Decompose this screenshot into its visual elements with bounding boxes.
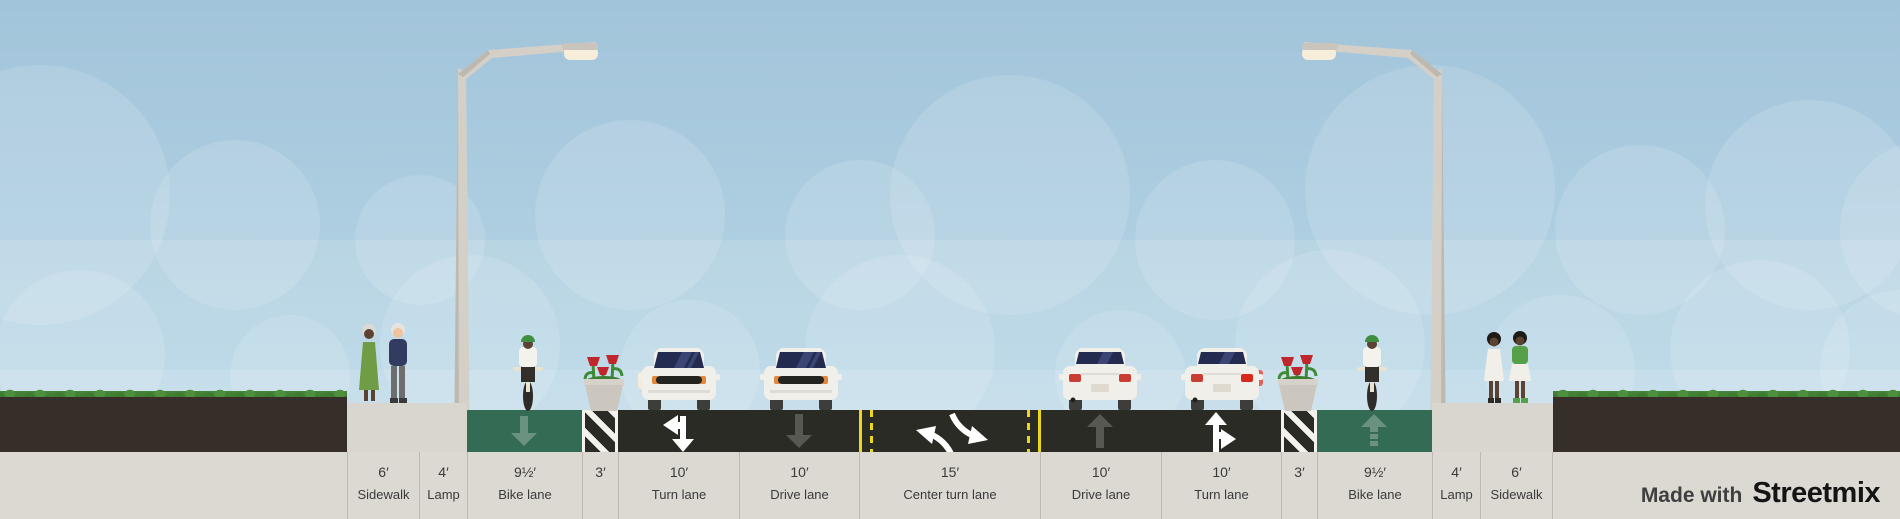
segment-label-turn-lane-right: 10′ Turn lane — [1161, 452, 1281, 519]
flower-planter-right — [1277, 355, 1318, 411]
sidewalk-surface-right — [1432, 403, 1553, 452]
car-rear-turn-lane-right — [1181, 348, 1263, 410]
roadway-asphalt — [582, 410, 1317, 452]
segment-width: 6′ — [378, 464, 389, 480]
segment-width: 9½′ — [1363, 464, 1387, 480]
segment-width: 3′ — [595, 464, 606, 480]
streetmix-branding: Made with Streetmix — [1640, 477, 1881, 510]
grass-verge-right — [1553, 386, 1900, 398]
striped-buffer-right — [1281, 410, 1317, 452]
drive-lane-arrow-down-icon — [786, 414, 812, 448]
drive-lane-arrow-up-icon — [1087, 414, 1113, 448]
turn-lane-right-arrow-icon — [1205, 412, 1236, 452]
segment-width: 6′ — [1511, 464, 1522, 480]
pedestrians-left — [359, 323, 407, 403]
car-front-drive-lane-left — [760, 348, 842, 410]
segment-label-drive-lane-right: 10′ Drive lane — [1040, 452, 1161, 519]
yellow-line-dashed-right — [1027, 410, 1030, 452]
car-rear-drive-lane-right — [1059, 348, 1141, 410]
segment-name: Bike lane — [498, 487, 552, 502]
flower-planter-left — [583, 355, 624, 411]
street-lamp-left — [454, 42, 598, 453]
segment-label-strip: 6′ Sidewalk 4′ Lamp 9½′ Bike lane 3′ 10′… — [0, 452, 1900, 519]
sky — [0, 0, 1900, 452]
segment-label-buffer-left: 3′ — [582, 452, 618, 519]
segment-name: Drive lane — [1071, 487, 1131, 502]
sidewalk-surface-left — [347, 403, 467, 452]
segment-label-turn-lane-left: 10′ Turn lane — [618, 452, 739, 519]
yellow-line-solid-left — [859, 410, 862, 452]
bike-lane-arrow-down-icon — [511, 416, 537, 446]
street-lamp-right — [1302, 42, 1446, 453]
cyclist-left — [513, 335, 543, 411]
turn-lane-left-arrow-icon — [663, 415, 694, 452]
segment-width: 10′ — [1091, 464, 1111, 480]
segment-label-bike-lane-right: 9½′ Bike lane — [1317, 452, 1432, 519]
segment-name: Lamp — [1440, 487, 1473, 502]
bike-lane-arrow-up-icon — [1361, 414, 1387, 446]
segment-name: Turn lane — [1194, 487, 1249, 502]
grass-verge-left — [0, 386, 347, 398]
dirt-right — [1553, 397, 1900, 452]
dirt-left — [0, 397, 347, 452]
striped-buffer-left — [582, 410, 618, 452]
yellow-line-solid-right — [1038, 410, 1041, 452]
segment-name: Drive lane — [770, 487, 829, 502]
made-with-text: Made with — [1640, 484, 1743, 507]
segment-width: 10′ — [790, 464, 809, 480]
pedestrians-right — [1484, 331, 1531, 403]
segment-name: Turn lane — [651, 487, 707, 502]
segment-label-center-turn-lane: 15′ Center turn lane — [859, 452, 1040, 519]
segment-name: Lamp — [427, 487, 460, 502]
segment-label-drive-lane-left: 10′ Drive lane — [739, 452, 859, 519]
car-front-turn-lane-left — [638, 348, 720, 410]
segment-width: 4′ — [1451, 464, 1462, 480]
cloud-bands — [0, 0, 1900, 452]
segment-width: 15′ — [940, 464, 960, 480]
segment-name: Sidewalk — [1490, 487, 1543, 502]
segment-width: 3′ — [1294, 464, 1305, 480]
segment-label-buffer-right: 3′ — [1281, 452, 1317, 519]
segment-width: 10′ — [669, 464, 689, 480]
segment-label-lamp-right: 4′ Lamp — [1432, 452, 1480, 519]
segment-width: 9½′ — [513, 464, 537, 480]
segment-label-bike-lane-left: 9½′ Bike lane — [467, 452, 582, 519]
streetmix-wordmark: Streetmix — [1752, 477, 1880, 509]
segment-name: Bike lane — [1348, 487, 1402, 502]
segment-width: 10′ — [1212, 464, 1231, 480]
cyclist-right — [1357, 335, 1387, 411]
yellow-line-dashed-left — [870, 410, 873, 452]
segment-label-sidewalk-left: 6′ Sidewalk — [347, 452, 419, 519]
segment-label-sidewalk-right: 6′ Sidewalk — [1480, 452, 1553, 519]
segment-name: Sidewalk — [357, 487, 410, 502]
segment-width: 4′ — [438, 464, 449, 480]
segment-name: Center turn lane — [903, 487, 997, 502]
segment-label-lamp-left: 4′ Lamp — [419, 452, 467, 519]
